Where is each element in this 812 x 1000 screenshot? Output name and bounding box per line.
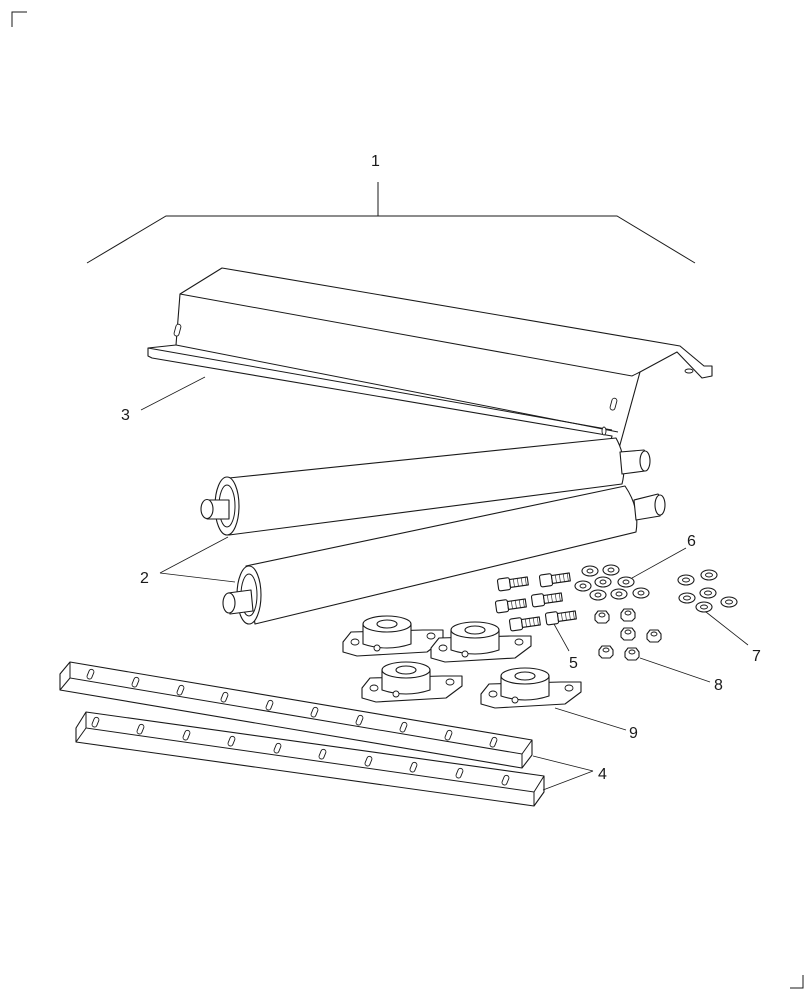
leader-4a — [532, 755, 594, 772]
bearing-4 — [480, 667, 582, 709]
callout-2: 2 — [140, 570, 149, 587]
callout-6: 6 — [687, 533, 696, 550]
bearing-3 — [361, 661, 463, 703]
guard-cover — [147, 267, 713, 453]
leader-6 — [631, 547, 687, 579]
leader-7 — [705, 611, 749, 646]
bearing-1 — [342, 615, 444, 657]
knife-bar-lower — [75, 711, 545, 807]
nuts — [594, 608, 662, 661]
bolts — [494, 572, 577, 632]
lock-washers — [677, 569, 738, 613]
flat-washers — [574, 564, 650, 601]
bearing-2 — [430, 621, 532, 663]
knife-bar-lower-slots — [91, 716, 510, 786]
corner-marks — [11, 11, 804, 989]
knife-bar-upper-slots — [86, 668, 498, 748]
callout-7: 7 — [752, 648, 761, 665]
leader-9 — [554, 707, 627, 731]
callout-4: 4 — [598, 766, 607, 783]
leader-4b — [542, 770, 594, 791]
upper-roller — [200, 437, 651, 536]
leader-2a — [159, 536, 229, 574]
callout-5: 5 — [569, 655, 578, 672]
flange-bearings — [342, 615, 582, 709]
assembly-bracket: 1 — [86, 153, 696, 264]
callout-9: 9 — [629, 725, 638, 742]
callout-1: 1 — [371, 153, 380, 170]
leader-2b — [159, 572, 236, 583]
leader-5 — [553, 623, 570, 652]
lower-roller — [222, 485, 666, 625]
callout-3: 3 — [121, 407, 130, 424]
leader-3 — [140, 376, 206, 411]
leader-8 — [639, 657, 711, 683]
callout-8: 8 — [714, 677, 723, 694]
